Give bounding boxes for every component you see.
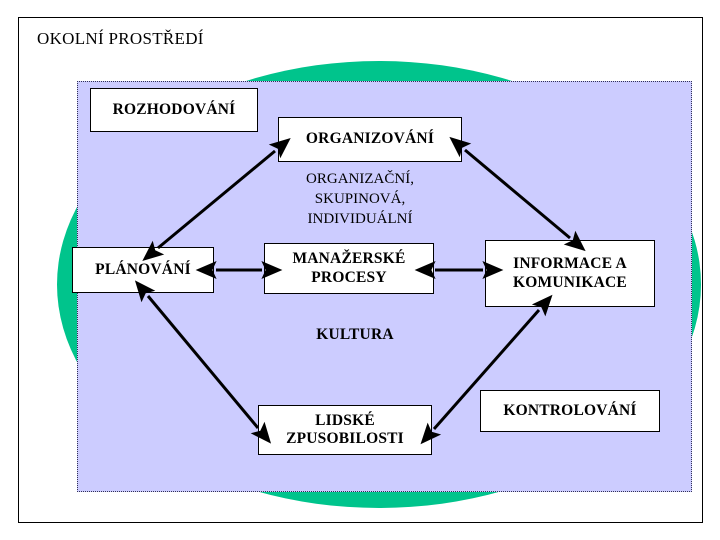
- node-lidske-zpusobilosti-label: LIDSKÉ ZPUSOBILOSTI: [286, 411, 404, 447]
- node-organizovani-label: ORGANIZOVÁNÍ: [305, 130, 435, 148]
- node-manazerske-procesy[interactable]: MANAŽERSKÉ PROCESY: [264, 243, 434, 294]
- node-rozhodovani[interactable]: ROZHODOVÁNÍ: [90, 88, 258, 132]
- node-informace-komunikace[interactable]: INFORMACE A KOMUNIKACE: [485, 240, 655, 307]
- node-kontrolovani[interactable]: KONTROLOVÁNÍ: [480, 390, 660, 432]
- label-organizacni-line3: INDIVIDUÁLNÍ: [307, 210, 413, 227]
- label-organizacni-line2: SKUPINOVÁ,: [314, 190, 406, 207]
- node-informace-komunikace-label: INFORMACE A KOMUNIKACE: [513, 255, 627, 291]
- node-kontrolovani-label: KONTROLOVÁNÍ: [503, 401, 637, 419]
- label-organizacni-skupinova-individualni: ORGANIZAČNÍ, SKUPINOVÁ, INDIVIDUÁLNÍ: [240, 170, 480, 229]
- node-organizovani[interactable]: ORGANIZOVÁNÍ: [278, 117, 462, 162]
- node-lidske-zpusobilosti[interactable]: LIDSKÉ ZPUSOBILOSTI: [258, 405, 432, 455]
- node-planovani[interactable]: PLÁNOVÁNÍ: [72, 247, 214, 293]
- node-rozhodovani-label: ROZHODOVÁNÍ: [112, 100, 236, 118]
- node-planovani-label: PLÁNOVÁNÍ: [95, 260, 191, 278]
- label-kultura: KULTURA: [316, 326, 394, 343]
- node-manazerske-procesy-label: MANAŽERSKÉ PROCESY: [292, 250, 406, 286]
- page-title: OKOLNÍ PROSTŘEDÍ: [37, 29, 204, 48]
- label-organizacni-line1: ORGANIZAČNÍ,: [306, 171, 414, 187]
